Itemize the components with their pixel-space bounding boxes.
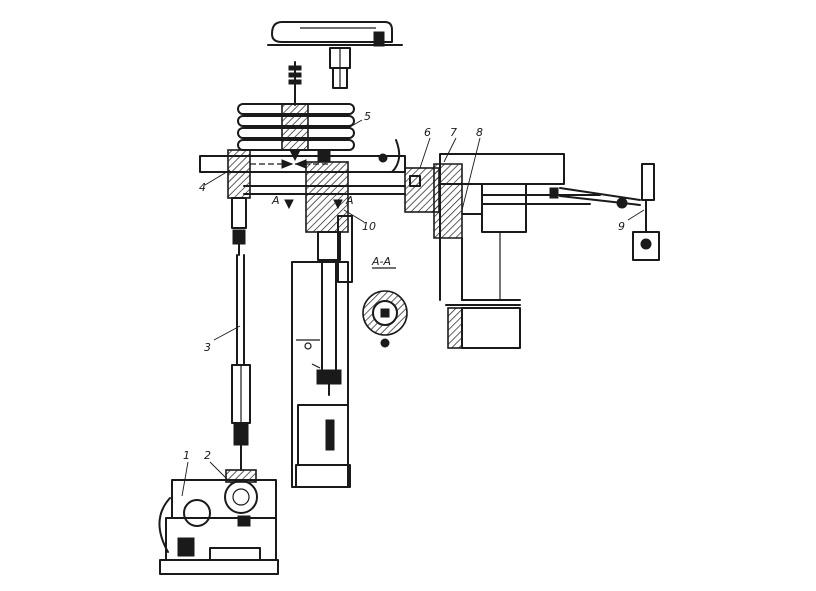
section-mark-right: A (345, 194, 354, 207)
label-6: 6 (424, 126, 431, 139)
shaft-3 (231, 254, 251, 471)
label-2: 2 (204, 449, 211, 462)
gearbox-1-2 (158, 469, 279, 575)
section-title: A-A (371, 255, 391, 268)
label-7: 7 (450, 126, 457, 139)
plate-stack-5 (237, 103, 355, 162)
label-9: 9 (618, 220, 625, 233)
section-mark-left: A (271, 194, 280, 207)
label-3: 3 (204, 341, 211, 354)
left-column-assembly (227, 149, 251, 256)
section-arrows (284, 199, 343, 210)
label-10: 10 (362, 220, 376, 233)
tall-housing-block (291, 261, 351, 488)
label-8: 8 (476, 126, 483, 139)
label-1: 1 (183, 449, 190, 462)
fan-knob (288, 61, 302, 106)
lever-9 (559, 163, 660, 261)
central-shaft-assembly (305, 149, 353, 396)
part-labels: 1 2 3 4 5 6 7 8 9 10 A A A-A (183, 110, 625, 462)
label-4: 4 (199, 181, 206, 194)
label-5: 5 (364, 110, 371, 123)
section-a-a (362, 267, 408, 348)
top-motor-housing (267, 21, 403, 89)
leader-lines (181, 119, 645, 497)
right-main-structure (404, 153, 601, 349)
